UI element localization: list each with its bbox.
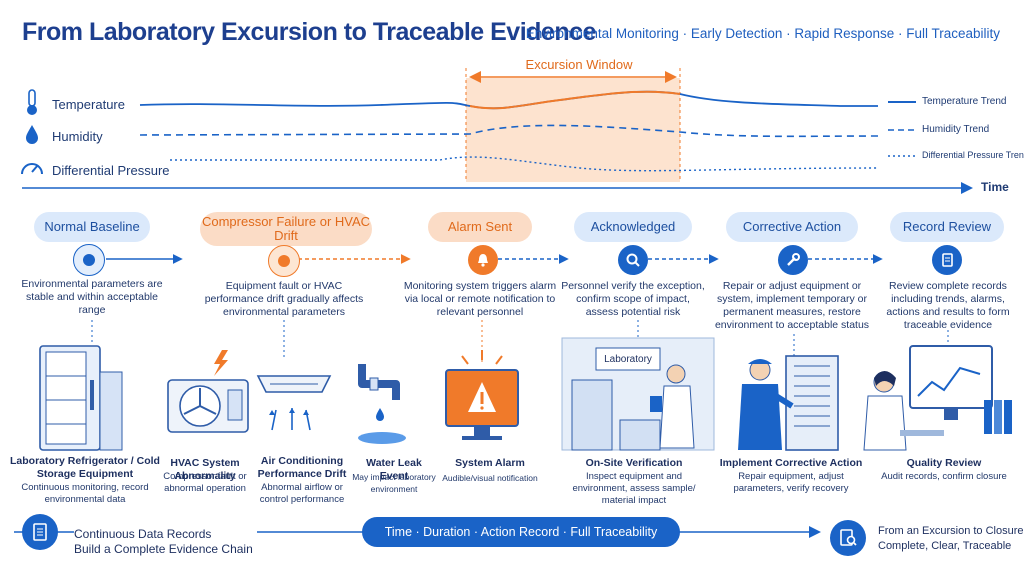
caption-detail: Audit records, confirm closure	[881, 471, 1007, 482]
time-axis-label: Time	[981, 180, 1009, 194]
stage-description: Equipment fault or HVAC performance drif…	[204, 280, 364, 318]
caption-detail: Audible/visual notification	[442, 473, 538, 483]
footer-right-line2: Complete, Clear, Traceable	[878, 540, 1012, 552]
caption-title: Air Conditioning Performance Drift	[257, 455, 347, 480]
footer-left-text: Continuous Data Records Build a Complete…	[74, 527, 257, 557]
caption-detail: May impact laboratory environment	[352, 472, 436, 494]
stage-description: Repair or adjust equipment or system, im…	[714, 280, 870, 331]
magnifier-icon	[618, 245, 648, 275]
alarm-monitor-illustration	[445, 350, 519, 440]
traceability-pill: Time · Duration · Action Record · Full T…	[362, 517, 680, 547]
stage-description: Personnel verify the exception, confirm …	[561, 280, 705, 318]
technician-illustration	[738, 355, 839, 451]
stage-corrective-action: Corrective Action	[726, 212, 858, 242]
footer-left-line2: Build a Complete Evidence Chain	[74, 542, 253, 556]
stage-record-review: Record Review	[890, 212, 1004, 242]
thermometer-icon	[27, 89, 37, 115]
bell-icon	[468, 245, 498, 275]
page-subtitle: Environmental Monitoring · Early Detecti…	[525, 26, 1000, 41]
stage-acknowledged: Acknowledged	[574, 212, 692, 242]
stage-normal-baseline: Normal Baseline	[34, 212, 150, 242]
target-icon	[268, 245, 300, 277]
legend-pressure: Differential Pressure Trend	[922, 150, 1024, 160]
gauge-icon	[21, 163, 43, 175]
caption-title: System Alarm	[455, 457, 525, 469]
param-label-temperature: Temperature	[52, 97, 125, 112]
lab-sign: Laboratory	[604, 353, 652, 365]
caption-detail: Inspect equipment and environment, asses…	[572, 471, 696, 506]
scene-illustrations	[39, 320, 1012, 451]
stage-description: Environmental parameters are stable and …	[21, 278, 163, 316]
stage-alarm-sent: Alarm Sent	[428, 212, 532, 242]
caption-title: HVAC System Abnormality	[170, 457, 240, 482]
refrigerator-illustration	[39, 345, 123, 451]
page-title: From Laboratory Excursion to Traceable E…	[22, 18, 596, 46]
param-label-humidity: Humidity	[52, 129, 103, 144]
caption-detail: Abnormal airflow or control performance	[259, 482, 345, 505]
caption-detail: Compressor fault or abnormal operation	[163, 471, 247, 494]
caption-title: On-Site Verification	[585, 457, 683, 469]
caption-title: Quality Review	[906, 457, 982, 469]
excursion-window-label: Excursion Window	[525, 57, 633, 72]
stage-description: Review complete records including trends…	[886, 280, 1010, 331]
water-leak-illustration	[358, 364, 406, 444]
document-icon	[932, 245, 962, 275]
footer-right-line1: From an Excursion to Closure	[878, 525, 1024, 537]
ac-cassette-illustration	[256, 375, 332, 431]
footer-right-text: From an Excursion to Closure Complete, C…	[878, 524, 1024, 554]
legend-humidity: Humidity Trend	[922, 124, 990, 135]
water-drop-icon	[26, 125, 38, 144]
records-icon	[22, 514, 58, 550]
humidity-trend-line	[139, 124, 879, 138]
caption-title: Laboratory Refrigerator / Cold Storage E…	[10, 455, 160, 480]
stage-description: Monitoring system triggers alarm via loc…	[403, 280, 557, 318]
legend-temperature: Temperature Trend	[922, 96, 1007, 107]
trend-timeline	[21, 68, 973, 194]
caption-title: Implement Corrective Action	[719, 457, 863, 469]
param-label-pressure: Differential Pressure	[52, 163, 170, 178]
caption-detail: Continuous monitoring, record environmen…	[21, 482, 149, 505]
lab-verification-illustration	[561, 337, 715, 451]
pressure-trend-line	[170, 156, 879, 172]
footer-left-line1: Continuous Data Records	[74, 527, 212, 541]
stage-connectors	[106, 254, 883, 264]
caption-title: Water Leak Event	[366, 457, 422, 482]
lightning-icon	[214, 350, 228, 376]
document-search-icon	[830, 520, 866, 556]
stage-compressor-failure: Compressor Failure or HVAC Drift	[200, 212, 372, 246]
hvac-unit-illustration	[167, 350, 249, 433]
caption-detail: Repair equipment, adjust parameters, ver…	[733, 471, 849, 494]
quality-reviewer-illustration	[863, 345, 1012, 451]
wrench-icon	[778, 245, 808, 275]
target-icon	[73, 244, 105, 276]
